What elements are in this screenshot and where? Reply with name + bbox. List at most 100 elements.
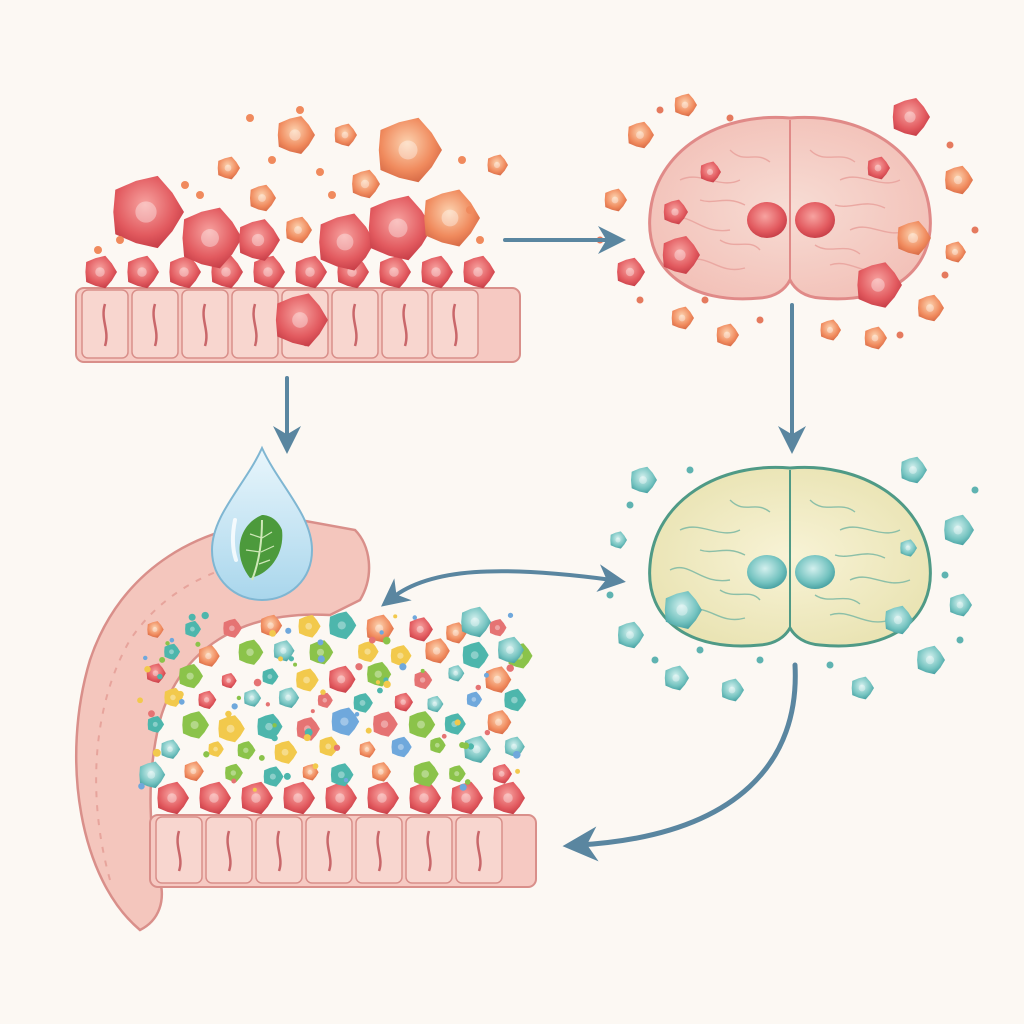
microbe <box>329 665 356 693</box>
inflamed-cap-cell <box>295 255 327 289</box>
healthy-cell <box>917 645 945 675</box>
inflammatory-cell <box>716 323 739 347</box>
inflammatory-cell <box>674 93 697 117</box>
microbe <box>466 691 483 708</box>
microbe <box>464 735 491 763</box>
brain-node-left <box>747 555 787 589</box>
microbe <box>184 761 204 782</box>
villus-core <box>176 830 182 872</box>
healthy-cell <box>901 456 927 484</box>
healthy-cells-around-brain <box>606 456 979 702</box>
brain-fold <box>699 549 746 556</box>
particle <box>651 656 659 664</box>
microbe <box>221 673 237 689</box>
brain-fold <box>809 499 856 513</box>
microbe <box>492 764 512 784</box>
microbe <box>263 766 284 787</box>
microbe-particle <box>144 665 151 673</box>
microbe <box>449 765 466 783</box>
microbe-particle <box>181 670 187 675</box>
microbe-particle <box>231 778 237 784</box>
microbe-particle <box>464 779 471 785</box>
healthy-gut-panel <box>75 518 537 932</box>
healthy-cell <box>631 466 657 494</box>
epithelial-cap-cell <box>199 781 231 815</box>
particle <box>458 156 466 164</box>
particle <box>826 661 834 669</box>
inflammatory-cell <box>239 219 280 261</box>
epithelial-cap-cell <box>493 781 525 815</box>
inflammatory-cell <box>867 156 890 180</box>
microbe-particle <box>333 744 341 751</box>
microbe-particle <box>420 668 425 674</box>
inflammatory-cell <box>918 294 944 322</box>
microbe <box>353 693 373 713</box>
microbe <box>409 617 433 642</box>
inflammatory-cell <box>275 293 328 347</box>
inflammatory-cell <box>277 116 315 154</box>
inflammatory-cell <box>820 319 841 341</box>
microbe-particle <box>310 709 315 714</box>
microbe <box>273 640 295 662</box>
microbe <box>238 639 264 665</box>
particle <box>476 236 484 244</box>
microbe <box>373 711 398 737</box>
microbe-particle <box>375 680 381 685</box>
brain-fold <box>719 589 761 601</box>
microbe-particle <box>142 655 148 661</box>
inflammatory-cell <box>217 156 240 180</box>
particle <box>94 246 102 254</box>
microbe-particle <box>354 712 360 717</box>
microbe-particle <box>258 755 265 761</box>
particle <box>181 181 189 189</box>
microbe <box>309 640 334 665</box>
microbe-particle <box>379 630 384 635</box>
particle <box>941 571 949 579</box>
inflamed-cap-cell <box>127 255 159 289</box>
microbe-particle <box>317 655 325 663</box>
healthy-cell <box>610 531 627 549</box>
villus-core <box>152 303 158 347</box>
microbe-particle <box>137 697 143 704</box>
microbe <box>358 641 379 663</box>
microbe-particle <box>159 656 166 663</box>
microbe <box>489 619 507 637</box>
inflammatory-cell <box>378 117 442 183</box>
microbe <box>359 741 376 758</box>
villus-core <box>326 830 332 872</box>
inflamed-cap-cell <box>85 255 117 289</box>
particle <box>268 156 276 164</box>
microbe-particle <box>201 611 209 620</box>
microbe <box>448 665 465 682</box>
villus-core <box>276 830 282 872</box>
epithelial-cap-cell <box>451 781 483 815</box>
particle <box>606 591 614 599</box>
inflammatory-cell <box>113 175 184 249</box>
healthy-cell <box>664 591 702 629</box>
healthy-cell <box>900 539 917 557</box>
particle <box>896 331 904 339</box>
microbe-particle <box>231 703 238 710</box>
brain-fold <box>849 576 911 584</box>
microbe-particle <box>271 735 278 742</box>
microbe-particle <box>225 710 232 718</box>
particle <box>196 191 204 199</box>
particle <box>656 106 664 114</box>
arrow-brain-to-healthy-gut <box>562 662 798 862</box>
particle <box>466 206 474 214</box>
particle <box>946 141 954 149</box>
inflamed-cap-cell <box>379 255 411 289</box>
brain-node-right <box>795 555 835 589</box>
microbe-particle <box>355 663 363 671</box>
microbe <box>296 668 319 692</box>
microbe-particle <box>383 680 391 689</box>
microbe <box>504 688 527 712</box>
inflammatory-cell <box>487 154 508 176</box>
water-drop-icon <box>210 445 314 602</box>
inflammatory-cell <box>286 216 312 244</box>
microbe <box>329 611 357 640</box>
microbe <box>485 666 512 693</box>
inflammatory-cell <box>319 213 375 271</box>
microbe-particle <box>178 699 185 705</box>
